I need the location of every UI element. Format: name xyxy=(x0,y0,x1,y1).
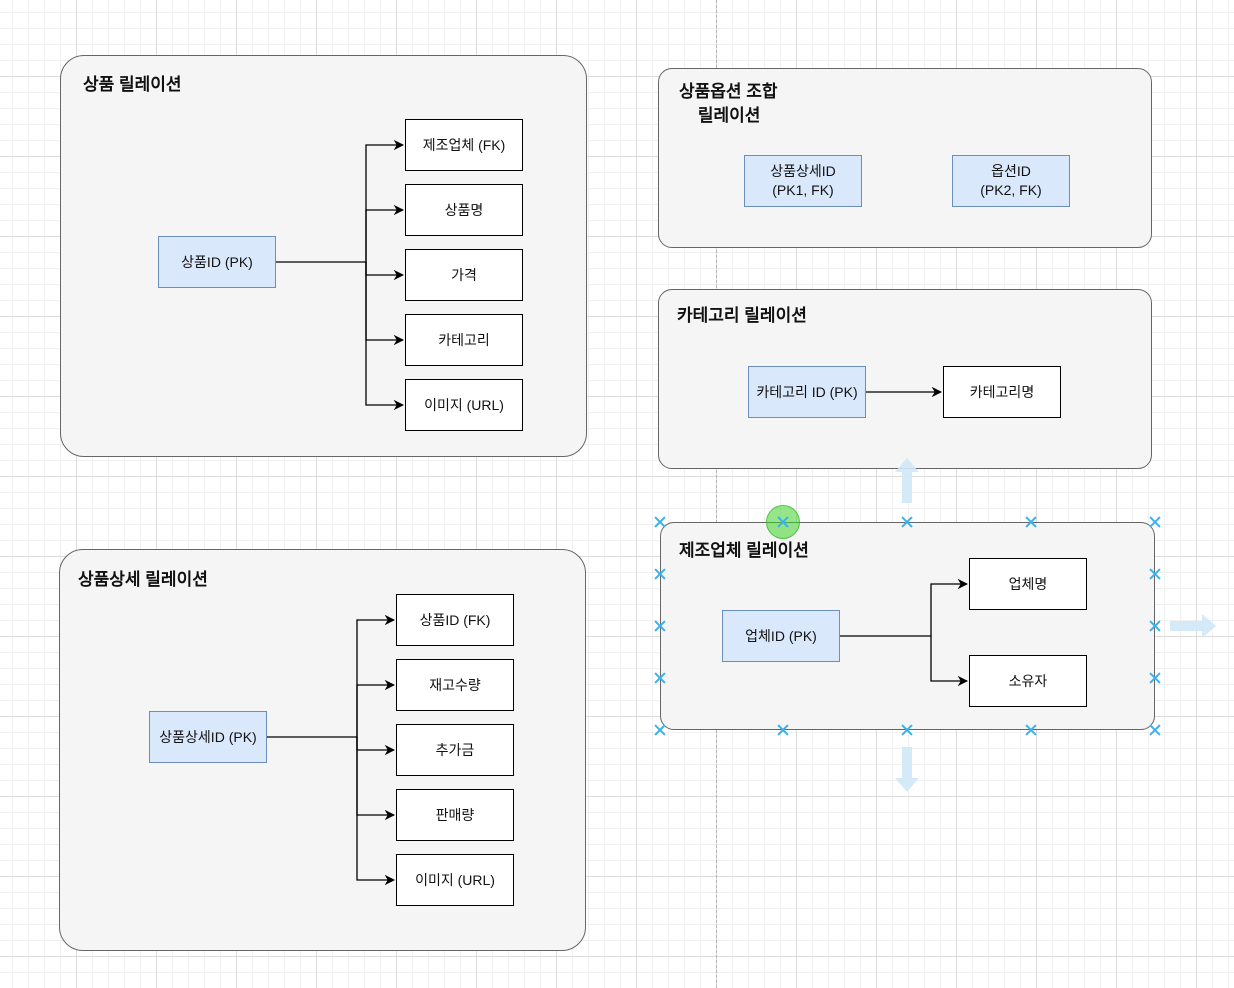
selection-handle-icon[interactable] xyxy=(654,724,666,736)
connector-detail-to-image xyxy=(356,737,396,886)
category-relation-container[interactable]: 카테고리 릴레이션 xyxy=(658,289,1152,469)
arrow-hint-down-icon xyxy=(895,747,919,792)
selection-handle-icon[interactable] xyxy=(1149,516,1161,528)
category-relation-title: 카테고리 릴레이션 xyxy=(677,306,807,325)
category-pk-node[interactable]: 카테고리 ID (PK) xyxy=(748,366,866,418)
connector-product-to-image xyxy=(365,262,405,411)
product-detail-relation-title: 상품상세 릴레이션 xyxy=(78,570,208,589)
product-detail-field-image[interactable]: 이미지 (URL) xyxy=(396,854,514,906)
product-relation-title: 상품 릴레이션 xyxy=(83,75,182,94)
selection-handle-icon[interactable] xyxy=(654,672,666,684)
selection-handle-icon[interactable] xyxy=(1149,724,1161,736)
selection-handle-icon[interactable] xyxy=(901,724,913,736)
connector-manufacturer-to-owner xyxy=(930,636,969,687)
selection-handle-icon[interactable] xyxy=(1025,516,1037,528)
selection-handle-icon[interactable] xyxy=(654,516,666,528)
product-field-image[interactable]: 이미지 (URL) xyxy=(405,379,523,431)
product-field-category[interactable]: 카테고리 xyxy=(405,314,523,366)
product-detail-field-sales[interactable]: 판매량 xyxy=(396,789,514,841)
connector-detail-to-extra-price xyxy=(356,737,396,756)
product-pk-node[interactable]: 상품ID (PK) xyxy=(158,236,276,288)
selection-handle-icon[interactable] xyxy=(1149,672,1161,684)
connector-detail-to-product-id xyxy=(267,614,396,738)
product-detail-field-stock[interactable]: 재고수량 xyxy=(396,659,514,711)
selection-handle-icon[interactable] xyxy=(1149,568,1161,580)
selection-handle-icon[interactable] xyxy=(1149,620,1161,632)
product-field-price[interactable]: 가격 xyxy=(405,249,523,301)
product-detail-field-extra-price[interactable]: 추가금 xyxy=(396,724,514,776)
product-option-relation-title: 상품옵션 조합 릴레이션 xyxy=(679,82,778,125)
selection-handle-icon[interactable] xyxy=(1025,724,1037,736)
connector-product-to-category xyxy=(365,262,405,346)
arrow-hint-right-icon xyxy=(1170,614,1216,638)
category-field-name[interactable]: 카테고리명 xyxy=(943,366,1061,418)
selection-handle-icon[interactable] xyxy=(654,620,666,632)
connector-detail-to-stock xyxy=(356,679,396,737)
vertical-guide-line xyxy=(716,0,717,988)
connector-detail-to-sales xyxy=(356,737,396,821)
connector-manufacturer-to-name xyxy=(840,578,969,637)
selection-handle-icon[interactable] xyxy=(777,516,789,528)
connector-product-to-name xyxy=(365,204,405,262)
connector-product-to-price xyxy=(365,262,405,281)
selection-handle-icon[interactable] xyxy=(777,724,789,736)
product-detail-pk-node[interactable]: 상품상세ID (PK) xyxy=(149,711,267,763)
connector-product-to-manufacturer xyxy=(276,139,405,263)
product-option-key-detail[interactable]: 상품상세ID (PK1, FK) xyxy=(744,155,862,207)
hover-connection-point-icon[interactable] xyxy=(766,505,800,539)
arrow-hint-up-icon xyxy=(895,458,919,503)
product-detail-field-product-id[interactable]: 상품ID (FK) xyxy=(396,594,514,646)
manufacturer-field-owner[interactable]: 소유자 xyxy=(969,655,1087,707)
selection-handle-icon[interactable] xyxy=(901,516,913,528)
manufacturer-field-name[interactable]: 업체명 xyxy=(969,558,1087,610)
selection-handle-icon[interactable] xyxy=(654,568,666,580)
product-field-manufacturer[interactable]: 제조업체 (FK) xyxy=(405,119,523,171)
product-field-name[interactable]: 상품명 xyxy=(405,184,523,236)
product-option-key-option[interactable]: 옵션ID (PK2, FK) xyxy=(952,155,1070,207)
manufacturer-pk-node[interactable]: 업체ID (PK) xyxy=(722,610,840,662)
manufacturer-relation-title: 제조업체 릴레이션 xyxy=(679,541,809,560)
